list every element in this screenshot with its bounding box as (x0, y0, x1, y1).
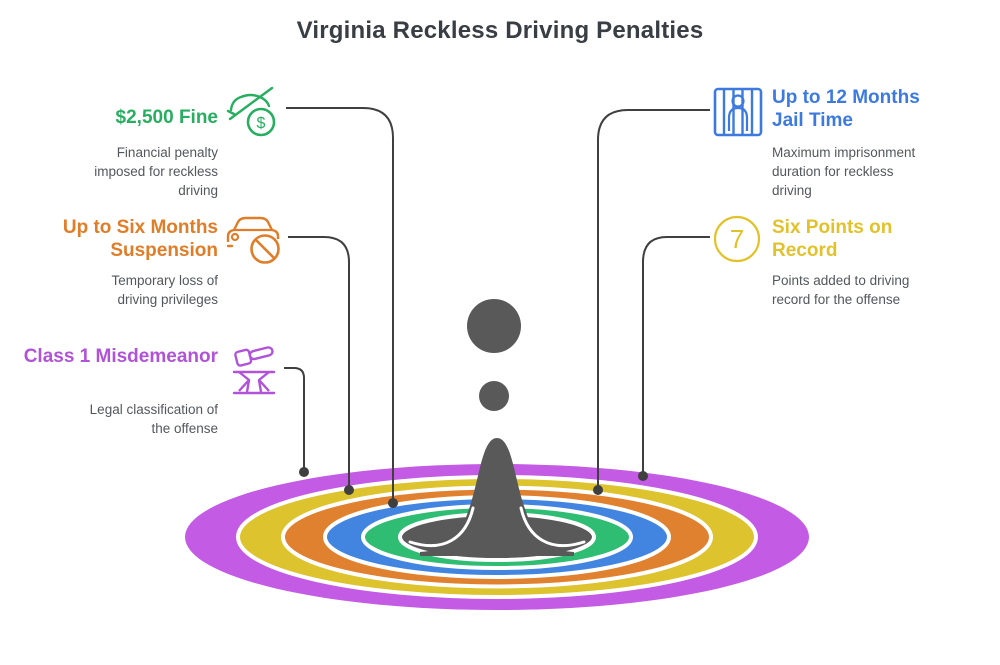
connector-dot-fine (388, 498, 398, 508)
droplet-large (467, 299, 521, 353)
dollar-sign-glyph: $ (257, 115, 266, 132)
connector-points (642, 236, 710, 473)
badge-number: 7 (730, 224, 744, 254)
connector-dot-points (638, 471, 648, 481)
connector-dot-jail (593, 485, 603, 495)
suspension-description: Temporary loss of driving privileges (111, 273, 218, 307)
jail-description: Maximum imprisonment duration for reckle… (772, 145, 916, 198)
connector-misdemeanor (284, 367, 305, 470)
jail-bars-icon (712, 86, 764, 138)
fine-description: Financial penalty imposed for reckless d… (94, 145, 218, 198)
splash-curl-left (408, 506, 475, 548)
misdemeanor-heading: Class 1 Misdemeanor (23, 346, 218, 367)
splash-curl-right (519, 506, 586, 548)
page-title: Virginia Reckless Driving Penalties (296, 17, 704, 44)
seven-badge-icon: 7 (712, 214, 762, 264)
jail-heading: Up to 12 Months Jail Time (772, 87, 920, 131)
connector-jail (597, 109, 710, 487)
suspension-heading: Up to Six Months Suspension (62, 217, 218, 261)
gavel-icon (226, 342, 282, 398)
fine-heading: $2,500 Fine (115, 107, 218, 128)
car-suspension-icon (224, 212, 284, 270)
points-description: Points added to driving record for the o… (772, 273, 910, 307)
connector-suspension (288, 236, 350, 487)
fine-money-icon: $ (224, 84, 284, 142)
droplet-small (479, 381, 509, 411)
splash-spike (420, 438, 574, 556)
misdemeanor-description: Legal classification of the offense (89, 402, 218, 436)
connector-fine (286, 107, 394, 500)
connector-dot-suspension (344, 485, 354, 495)
points-heading: Six Points on Record (772, 217, 893, 261)
connector-dot-misdemeanor (299, 467, 309, 477)
